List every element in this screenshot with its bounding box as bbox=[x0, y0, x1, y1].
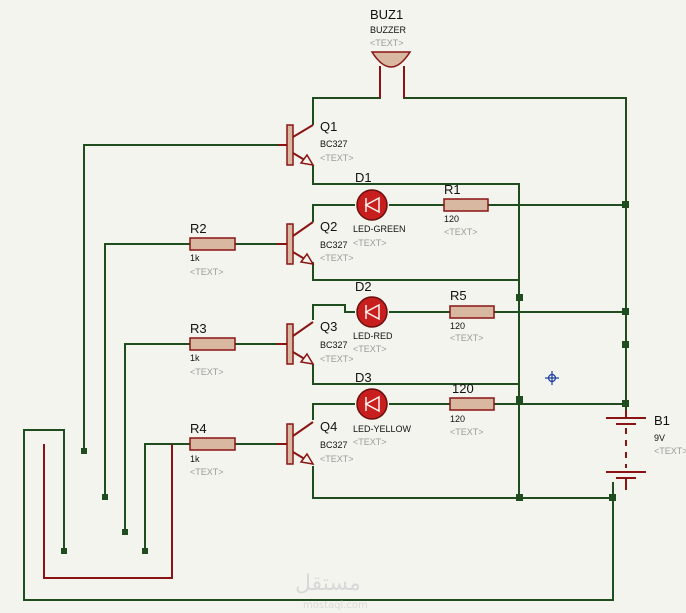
d3-value: LED-YELLOW bbox=[353, 424, 412, 434]
resistor-r4: R4 1k <TEXT> bbox=[189, 421, 236, 477]
resistor-d3-series: 120 120 <TEXT> bbox=[449, 381, 495, 437]
q4-ref: Q4 bbox=[320, 419, 337, 434]
r3-ref: R3 bbox=[190, 321, 207, 336]
resistor-r3: R3 1k <TEXT> bbox=[189, 321, 236, 377]
q3-text: <TEXT> bbox=[320, 354, 354, 364]
q3-ref: Q3 bbox=[320, 319, 337, 334]
battery-text: <TEXT> bbox=[654, 446, 686, 456]
r4-ref: R4 bbox=[190, 421, 207, 436]
transistor-q4: Q4 BC327 <TEXT> bbox=[277, 419, 354, 466]
r4-text: <TEXT> bbox=[190, 467, 224, 477]
buzzer-buz1: BUZ1 BUZZER <TEXT> bbox=[370, 7, 412, 98]
battery-ref: B1 bbox=[654, 413, 670, 428]
resistor-r5: R5 120 <TEXT> bbox=[449, 288, 495, 343]
r5-ref: R5 bbox=[450, 288, 467, 303]
r-120-text: <TEXT> bbox=[450, 427, 484, 437]
r2-ref: R2 bbox=[190, 221, 207, 236]
led-d1: D1 LED-GREEN <TEXT> bbox=[353, 170, 406, 248]
buzzer-value: BUZZER bbox=[370, 25, 407, 35]
watermark-latin: mostaql.com bbox=[303, 600, 368, 611]
q4-text: <TEXT> bbox=[320, 454, 354, 464]
r3-value: 1k bbox=[190, 353, 200, 363]
r1-text: <TEXT> bbox=[444, 227, 478, 237]
r1-value: 120 bbox=[444, 214, 459, 224]
r2-value: 1k bbox=[190, 253, 200, 263]
led-d3: D3 LED-YELLOW <TEXT> bbox=[353, 370, 412, 447]
q1-value: BC327 bbox=[320, 139, 348, 149]
q1-text: <TEXT> bbox=[320, 153, 354, 163]
d1-text: <TEXT> bbox=[353, 238, 387, 248]
d3-ref: D3 bbox=[355, 370, 372, 385]
wires bbox=[23, 70, 627, 601]
resistor-r1: R1 120 <TEXT> bbox=[443, 182, 489, 237]
r-120-ref: 120 bbox=[452, 381, 474, 396]
d2-value: LED-RED bbox=[353, 331, 393, 341]
watermark: مستقل mostaql.com bbox=[295, 571, 368, 611]
q2-text: <TEXT> bbox=[320, 253, 354, 263]
q2-ref: Q2 bbox=[320, 219, 337, 234]
crosshair-icon bbox=[545, 371, 559, 385]
led-d2: D2 LED-RED <TEXT> bbox=[353, 279, 393, 354]
q1-ref: Q1 bbox=[320, 119, 337, 134]
d2-text: <TEXT> bbox=[353, 344, 387, 354]
transistor-q2: Q2 BC327 <TEXT> bbox=[277, 219, 354, 266]
resistor-r2: R2 1k <TEXT> bbox=[189, 221, 236, 277]
transistor-q3: Q3 BC327 <TEXT> bbox=[277, 319, 354, 366]
r5-value: 120 bbox=[450, 321, 465, 331]
r3-text: <TEXT> bbox=[190, 367, 224, 377]
d1-ref: D1 bbox=[355, 170, 372, 185]
r5-text: <TEXT> bbox=[450, 333, 484, 343]
water-level-probe bbox=[43, 444, 173, 579]
q4-value: BC327 bbox=[320, 440, 348, 450]
d1-value: LED-GREEN bbox=[353, 224, 406, 234]
r2-text: <TEXT> bbox=[190, 267, 224, 277]
battery-b1: B1 9V <TEXT> bbox=[606, 410, 686, 490]
d2-ref: D2 bbox=[355, 279, 372, 294]
r1-ref: R1 bbox=[444, 182, 461, 197]
battery-value: 9V bbox=[654, 433, 665, 443]
buzzer-ref: BUZ1 bbox=[370, 7, 403, 22]
r4-value: 1k bbox=[190, 454, 200, 464]
q2-value: BC327 bbox=[320, 240, 348, 250]
r-120-value: 120 bbox=[450, 414, 465, 424]
buzzer-text: <TEXT> bbox=[370, 38, 404, 48]
d3-text: <TEXT> bbox=[353, 437, 387, 447]
watermark-arabic: مستقل bbox=[295, 571, 361, 596]
q3-value: BC327 bbox=[320, 340, 348, 350]
junction-dots bbox=[61, 201, 629, 554]
transistor-q1: Q1 BC327 <TEXT> bbox=[278, 119, 354, 167]
